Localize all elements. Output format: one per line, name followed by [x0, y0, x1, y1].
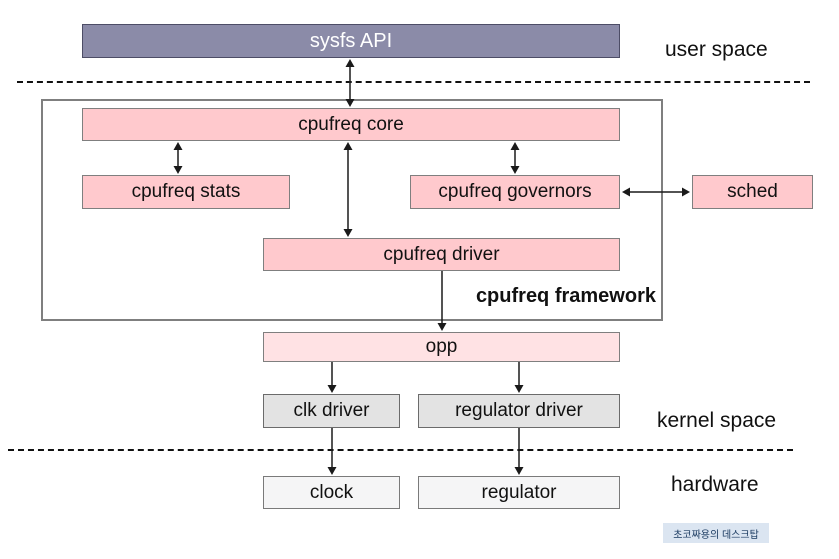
arrow-core-governors [510, 142, 520, 174]
arrow-clkdriver-clock [327, 428, 337, 475]
arrow-sysfs-core [345, 59, 355, 107]
label-user-space: user space [665, 38, 768, 61]
arrow-regulatordriver-regulator [514, 428, 524, 475]
node-cpufreq-core: cpufreq core [82, 108, 620, 141]
divider-user-kernel [17, 81, 810, 83]
arrow-governors-sched [622, 187, 690, 197]
node-cpufreq-driver: cpufreq driver [263, 238, 620, 271]
node-clock: clock [263, 476, 400, 509]
node-clk-driver: clk driver [263, 394, 400, 428]
arrow-opp-regulatordriver [514, 362, 524, 393]
node-cpufreq-governors: cpufreq governors [410, 175, 620, 209]
node-sysfs-api: sysfs API [82, 24, 620, 58]
label-hardware: hardware [671, 473, 759, 496]
watermark-badge: 초코짜용의 데스크탑 [663, 523, 769, 543]
node-regulator-driver: regulator driver [418, 394, 620, 428]
label-kernel-space: kernel space [657, 409, 777, 432]
arrow-driver-opp [437, 271, 447, 331]
node-opp: opp [263, 332, 620, 362]
node-sched: sched [692, 175, 813, 209]
node-cpufreq-stats: cpufreq stats [82, 175, 290, 209]
arrow-core-driver [343, 142, 353, 237]
arrow-opp-clkdriver [327, 362, 337, 393]
cpufreq-framework-label: cpufreq framework [475, 285, 656, 307]
arrow-core-stats [173, 142, 183, 174]
divider-kernel-hardware [8, 449, 793, 451]
node-regulator: regulator [418, 476, 620, 509]
